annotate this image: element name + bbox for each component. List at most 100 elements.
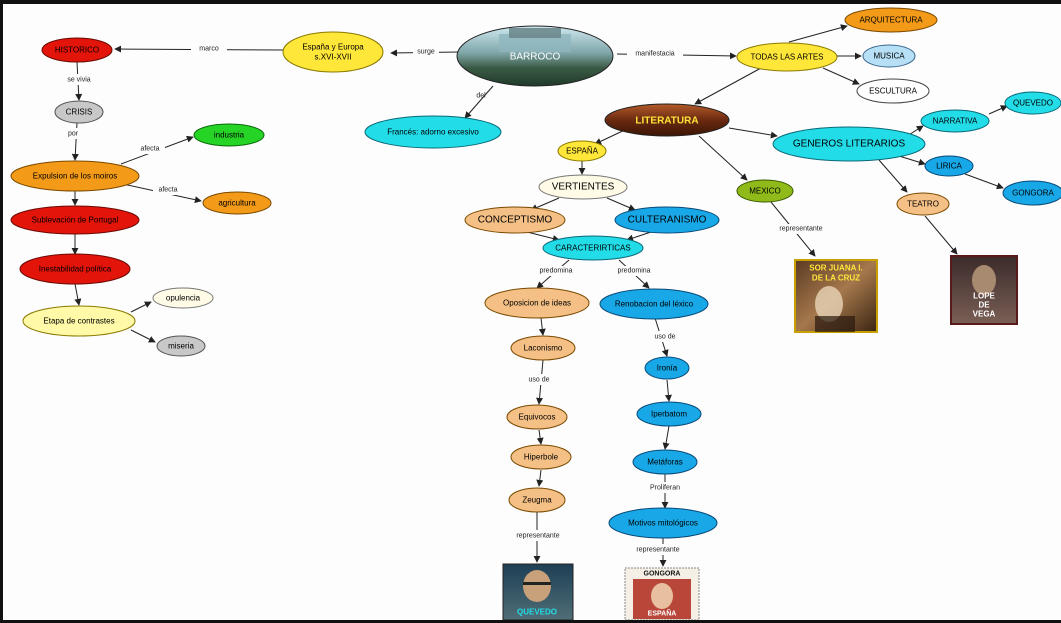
edge-label-uso-de-2: uso de: [654, 334, 675, 341]
concept-map: marco surge manifestacia del se vivia po…: [10, 7, 1061, 620]
portrait-quevedo: QUEVEDO: [502, 563, 574, 620]
edge-generos-lirica: [898, 155, 926, 166]
svg-text:Metáforas: Metáforas: [647, 458, 683, 467]
node-escultura[interactable]: ESCULTURA: [856, 78, 930, 104]
node-crisis[interactable]: CRISIS: [54, 100, 104, 124]
svg-text:Laconismo: Laconismo: [524, 344, 563, 353]
node-laconismo[interactable]: Laconismo: [510, 335, 576, 361]
node-agricultura[interactable]: agricultura: [202, 191, 272, 215]
node-culteranismo[interactable]: CULTERANISMO: [614, 206, 720, 234]
svg-text:GONGORA: GONGORA: [1012, 189, 1054, 198]
node-generos[interactable]: GENEROS LITERARIOS: [772, 126, 926, 162]
edge-inestabilidad-etapa: [74, 283, 82, 306]
svg-text:agricultura: agricultura: [218, 199, 256, 208]
node-lirica[interactable]: LIRICA: [924, 155, 974, 177]
svg-text:Inestabilidad política: Inestabilidad política: [39, 265, 112, 274]
node-espana[interactable]: ESPAÑA: [557, 140, 607, 162]
node-teatro[interactable]: TEATRO: [896, 192, 950, 216]
node-inestabilidad[interactable]: Inestabilidad política: [19, 253, 131, 285]
edge-conceptismo-caract: [526, 231, 560, 242]
node-expulsion[interactable]: Expulsion de los moiros: [10, 160, 140, 192]
node-gongora-genre[interactable]: GONGORA: [1002, 180, 1061, 206]
node-conceptismo[interactable]: CONCEPTISMO: [464, 206, 566, 234]
svg-text:GENEROS LITERARIOS: GENEROS LITERARIOS: [793, 139, 906, 150]
node-opulencia[interactable]: opulencia: [152, 287, 214, 309]
node-mexico[interactable]: MEXICO: [736, 179, 794, 203]
edge-etapa-miseria: [130, 329, 156, 343]
node-ironia[interactable]: Ironía: [644, 356, 690, 380]
node-frances[interactable]: Francés: adorno excesivo: [364, 115, 502, 149]
svg-text:ESPAÑA: ESPAÑA: [566, 147, 599, 156]
svg-text:Expulsion de los moiros: Expulsion de los moiros: [33, 172, 117, 181]
node-metaforas[interactable]: Metáforas: [632, 449, 698, 475]
node-industria[interactable]: industria: [193, 123, 265, 147]
edge-oposicion-laconismo: [538, 317, 546, 336]
node-sublevacion[interactable]: Sublevación de Portugal: [10, 205, 140, 235]
svg-text:LITERATURA: LITERATURA: [635, 116, 698, 127]
node-arquitectura[interactable]: ARQUITECTURA: [844, 7, 938, 33]
edge-label-se-vivia: se vivia: [67, 77, 90, 84]
edge-label-representante-3: representante: [779, 226, 822, 233]
portrait-sor-juana: SOR JUANA I. DE LA CRUZ: [794, 259, 878, 333]
node-musica[interactable]: MUSICA: [862, 44, 916, 68]
node-quevedo-genre[interactable]: QUEVEDO: [1004, 91, 1061, 115]
edge-del: [464, 85, 494, 119]
node-renobacion[interactable]: Renobacion del léxico: [599, 288, 709, 320]
edge-narrativa-quevedo: [988, 105, 1008, 115]
svg-text:CULTERANISMO: CULTERANISMO: [628, 215, 707, 226]
svg-text:Sublevación de Portugal: Sublevación de Portugal: [32, 216, 119, 225]
edge-label-predomina-1: predomina: [539, 268, 572, 275]
svg-text:VERTIENTES: VERTIENTES: [552, 182, 615, 193]
svg-text:TODAS LAS ARTES: TODAS LAS ARTES: [750, 53, 823, 62]
node-oposicion[interactable]: Oposicion de ideas: [484, 287, 590, 319]
edge-labels: marco surge manifestacia del se vivia po…: [59, 44, 831, 555]
svg-text:CONCEPTISMO: CONCEPTISMO: [478, 215, 553, 226]
edge-label-surge: surge: [417, 49, 435, 56]
edge-label-representante-1: representante: [516, 533, 559, 540]
svg-text:VEGA: VEGA: [973, 310, 996, 319]
node-miseria[interactable]: miseria: [156, 335, 206, 357]
node-historico[interactable]: HISTORICO: [41, 37, 113, 63]
svg-text:SOR JUANA I.: SOR JUANA I.: [809, 264, 863, 273]
node-literatura[interactable]: LITERATURA: [604, 103, 730, 137]
svg-text:Zeugma: Zeugma: [522, 496, 552, 505]
svg-text:Hiperbole: Hiperbole: [524, 453, 559, 462]
node-espana-europa[interactable]: España y Europa s.XVI-XVII: [282, 31, 384, 73]
svg-text:Motivos mitológicos: Motivos mitológicos: [628, 519, 698, 528]
portrait-gongora: GONGORA ESPAÑA: [624, 567, 700, 620]
svg-text:Iperbatom: Iperbatom: [651, 410, 687, 419]
edge-artes-escultura: [822, 67, 860, 85]
node-caracteristicas[interactable]: CARACTERIRTICAS: [542, 235, 644, 261]
svg-text:opulencia: opulencia: [166, 294, 201, 303]
svg-text:Renobacion del léxico: Renobacion del léxico: [615, 300, 694, 309]
node-vertientes[interactable]: VERTIENTES: [538, 174, 628, 200]
edge-generos-teatro: [878, 159, 908, 193]
svg-text:HISTORICO: HISTORICO: [55, 46, 99, 55]
edge-label-afecta-2: afecta: [158, 187, 177, 194]
edge-equivocos-hiperbole: [536, 429, 544, 445]
edge-label-predomina-2: predomina: [617, 268, 650, 275]
edge-label-manifestacia: manifestacia: [635, 51, 674, 58]
svg-text:Etapa de contrastes: Etapa de contrastes: [43, 317, 114, 326]
svg-text:CARACTERIRTICAS: CARACTERIRTICAS: [555, 244, 630, 253]
svg-text:DE LA CRUZ: DE LA CRUZ: [812, 274, 860, 283]
svg-text:GONGORA: GONGORA: [644, 571, 681, 578]
node-motivos[interactable]: Motivos mitológicos: [608, 507, 718, 539]
edge-culteranismo-caract: [626, 231, 652, 242]
node-equivocos[interactable]: Equivocos: [506, 404, 568, 430]
svg-text:Equivocos: Equivocos: [519, 413, 556, 422]
node-hiperbole[interactable]: Hiperbole: [510, 444, 572, 470]
node-zeugma[interactable]: Zeugma: [508, 487, 566, 513]
node-narrativa[interactable]: NARRATIVA: [920, 109, 990, 133]
node-hiperbaton[interactable]: Iperbatom: [636, 401, 702, 427]
edge-label-representante-2: representante: [636, 547, 679, 554]
edge-lirica-gongora: [964, 173, 1004, 190]
svg-text:s.XVI-XVII: s.XVI-XVII: [315, 53, 352, 62]
edge-vertientes-culteranismo: [606, 197, 636, 211]
node-barroco[interactable]: BARROCO: [456, 25, 614, 87]
svg-text:BARROCO: BARROCO: [510, 52, 561, 63]
node-todas-artes[interactable]: TODAS LAS ARTES: [736, 42, 838, 72]
node-etapa[interactable]: Etapa de contrastes: [22, 305, 136, 337]
svg-text:ARQUITECTURA: ARQUITECTURA: [859, 16, 923, 25]
